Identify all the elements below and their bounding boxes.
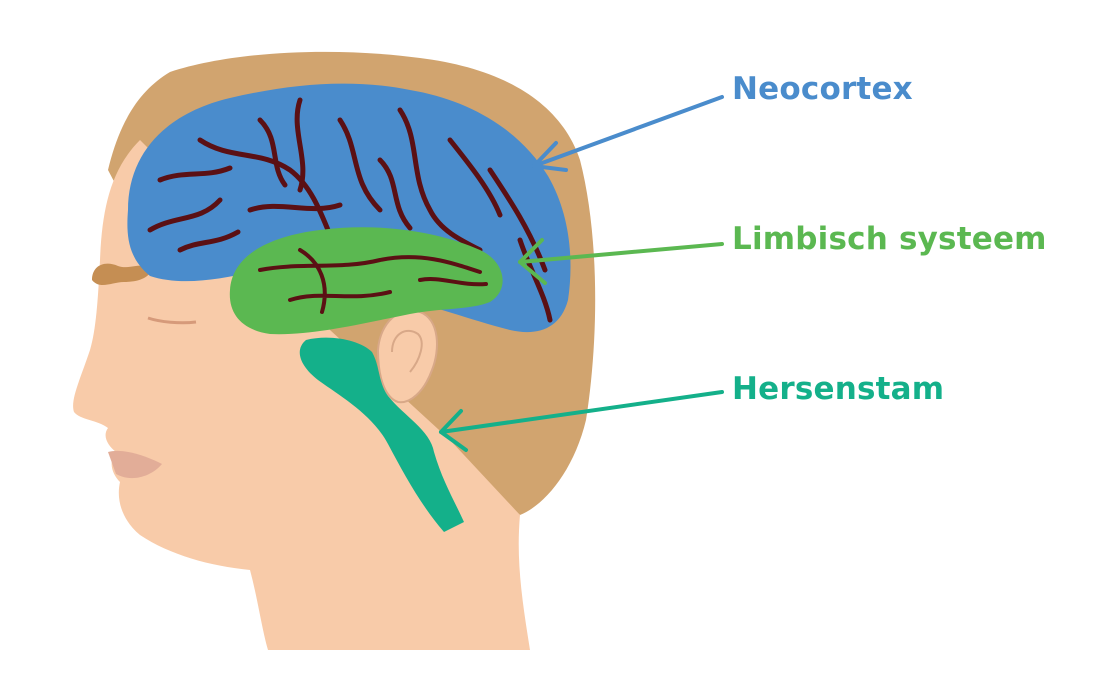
limbic-arrow (518, 238, 724, 285)
brainstem-arrow (439, 390, 724, 452)
arrow-icon (439, 95, 724, 452)
brainstem (299, 337, 464, 532)
neocortex-label: Neocortex (732, 71, 913, 107)
neocortex-arrow (532, 95, 724, 172)
limbic-system (229, 227, 503, 335)
eye (147, 316, 197, 325)
brainstem-label: Hersenstam (732, 371, 945, 407)
limbic-folds (258, 248, 488, 314)
ear-inner (391, 329, 423, 373)
eyebrow (92, 263, 152, 286)
lips (108, 450, 162, 479)
limbic-system-label: Limbisch systeem (732, 221, 1047, 257)
